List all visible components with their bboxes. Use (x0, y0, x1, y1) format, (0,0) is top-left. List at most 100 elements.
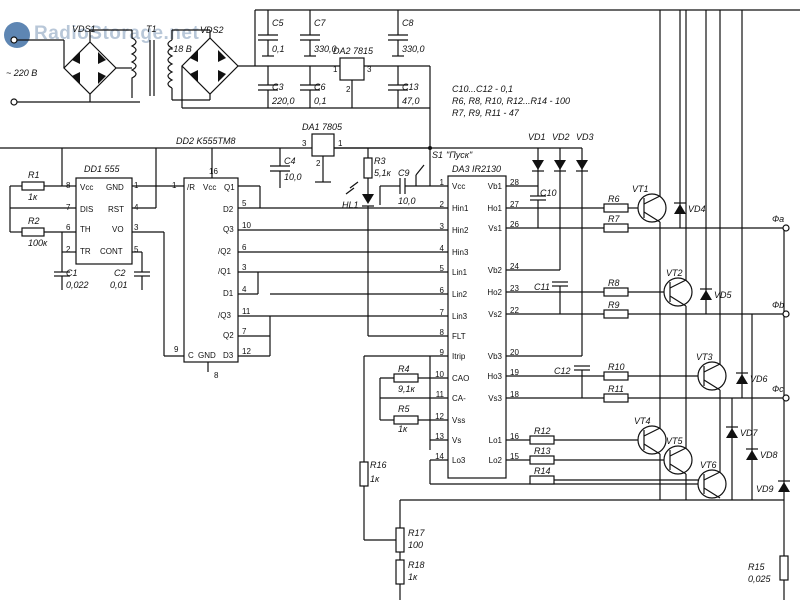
da3-right-pin-name: Ho2 (487, 288, 502, 297)
dd1-label: DD1 555 (84, 164, 121, 174)
dd1-vo: VO (112, 225, 124, 234)
dd2-r: /R (187, 183, 195, 192)
da3-left-pin-name: FLT (452, 332, 466, 341)
dd1-pin3: 3 (134, 223, 139, 232)
da3-left-pin-name: Vcc (452, 182, 465, 191)
vt6-label: VT6 (700, 460, 717, 470)
dd1-cont: CONT (100, 247, 123, 256)
c13-label: C13 (402, 82, 419, 92)
note-2: R6, R8, R10, R12...R14 - 100 (452, 96, 570, 106)
vd6-label: VD6 (750, 374, 768, 384)
da3-right-pin-name: Ho3 (487, 372, 502, 381)
dd2-pin9: 9 (174, 345, 179, 354)
dd2-pin11: 11 (242, 307, 251, 316)
da3-left-pin-number: 1 (440, 178, 445, 187)
dd2-nq2: /Q2 (218, 247, 231, 256)
mid-capacitors: C3 220,0 C6 0,1 C13 47,0 (258, 66, 420, 108)
da3-right-pin-number: 18 (510, 390, 519, 399)
da3-left-pin-number: 5 (440, 264, 445, 273)
da3-right-pin-name: Vb2 (488, 266, 503, 275)
watermark-logo: RadioStorage.net (0, 10, 230, 50)
vd3-label: VD3 (576, 132, 594, 142)
vt5-label: VT5 (666, 436, 684, 446)
driver-left-pins: Vcc1Hin12Hin23Hin34Lin15Lin26Lin37FLT8It… (435, 178, 469, 465)
start-switch[interactable]: C9 10,0 S1 "Пуск" (379, 150, 473, 206)
da3-right-pin-number: 28 (510, 178, 519, 187)
bridge-vds2-label: VDS2 (200, 25, 224, 35)
da1-pin3: 3 (302, 139, 307, 148)
dd2-pin16: 16 (209, 167, 218, 176)
vd5-label: VD5 (714, 290, 733, 300)
da3-right-pin-name: Vs1 (488, 224, 502, 233)
dd2-d1: D1 (223, 289, 234, 298)
mains-input: ~ 220 В (6, 36, 140, 106)
transformer-ref: T1 (146, 24, 157, 34)
da3-right-pin-number: 27 (510, 200, 519, 209)
da3-right-pin-number: 24 (510, 262, 519, 271)
c1-label: C1 (66, 268, 78, 278)
output-phase-c: Фc (772, 384, 784, 394)
da2-pin2: 2 (346, 85, 351, 94)
transformer-secondary: ~18 В (168, 44, 192, 54)
da3-right-pin-name: Lo1 (489, 436, 503, 445)
da3-left-pin-number: 14 (435, 452, 444, 461)
r13-label: R13 (534, 446, 551, 456)
r18-value: 1к (408, 572, 418, 582)
dd2-pin4: 4 (242, 285, 247, 294)
c7-value: 330,0 (314, 44, 337, 54)
da3-left-pin-name: Hin3 (452, 248, 469, 257)
c8-label: C8 (402, 18, 414, 28)
da3-right-pin-name: Lo2 (489, 456, 503, 465)
dd2-d3: D3 (223, 351, 234, 360)
da1-pin1: 1 (338, 139, 343, 148)
r3-label: R3 (374, 156, 386, 166)
da3-right-pin-name: Vs3 (488, 394, 502, 403)
da3-left-pin-name: Hin1 (452, 204, 469, 213)
counter-dd2: DD2 K555TM8 /R Vcc Q1 1 16 D2 Q3 /Q2 /Q1… (156, 136, 448, 380)
dd2-nq3: /Q3 (218, 311, 231, 320)
da3-right-pin-number: 15 (510, 452, 519, 461)
vd2-label: VD2 (552, 132, 570, 142)
da3-left-pin-name: Hin2 (452, 226, 469, 235)
da3-left-pin-number: 11 (436, 390, 445, 399)
vt3-label: VT3 (696, 352, 713, 362)
da3-left-pin-number: 8 (440, 328, 445, 337)
top-capacitors: C5 0,1 C7 330,0 C8 330,0 (258, 10, 425, 57)
da3-left-pin-number: 12 (435, 412, 444, 421)
da3-left-pin-number: 9 (440, 348, 445, 357)
da3-left-pin-name: Lin3 (452, 312, 468, 321)
c1-value: 0,022 (66, 280, 89, 290)
c6-label: C6 (314, 82, 326, 92)
feedback-network: R4 9,1к R5 1к R16 1к R17 100 R18 1к (359, 355, 784, 600)
vt4-label: VT4 (634, 416, 651, 426)
r9-label: R9 (608, 300, 620, 310)
vd8-label: VD8 (760, 450, 778, 460)
da3-left-pin-name: Lin2 (452, 290, 468, 299)
da3-right-pin-number: 26 (510, 220, 519, 229)
vd7-label: VD7 (740, 428, 759, 438)
da3-right-pin-number: 19 (510, 368, 519, 377)
c9-label: C9 (398, 168, 410, 178)
c7-label: C7 (314, 18, 326, 28)
dd2-label: DD2 K555TM8 (176, 136, 236, 146)
c6-value: 0,1 (314, 96, 327, 106)
dd1-pin2: 2 (66, 245, 71, 254)
da2-label: DA2 7815 (333, 46, 374, 56)
da3-left-pin-number: 6 (440, 286, 445, 295)
bridge-vds2: VDS2 (181, 10, 256, 108)
c3-label: C3 (272, 82, 284, 92)
c13-value: 47,0 (402, 96, 420, 106)
notes: C10...C12 - 0,1 R6, R8, R10, R12...R14 -… (452, 84, 570, 118)
c5-value: 0,1 (272, 44, 285, 54)
r1-label: R1 (28, 170, 40, 180)
da3-right-pin-number: 23 (510, 284, 519, 293)
dd2-c: C (188, 351, 194, 360)
da3-right-pin-name: Vb1 (488, 182, 503, 191)
r14-label: R14 (534, 466, 551, 476)
r16-value: 1к (370, 474, 380, 484)
da3-left-pin-number: 4 (440, 244, 445, 253)
dd2-pin12: 12 (242, 347, 251, 356)
transformer-t1: T1 ~18 В (130, 24, 210, 101)
dd1-pin5: 5 (134, 245, 139, 254)
